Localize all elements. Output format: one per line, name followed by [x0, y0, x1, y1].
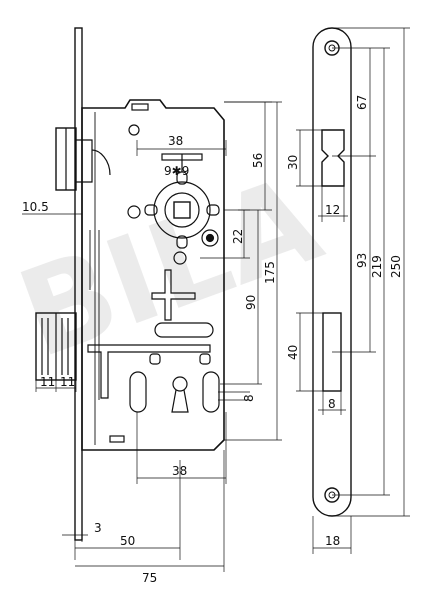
latch-opening	[321, 129, 345, 187]
long-bar	[87, 344, 211, 399]
mount-hole-right-dot	[205, 233, 215, 243]
keyhole-bit	[171, 389, 189, 413]
follower-slot-bottom	[176, 235, 188, 249]
oval-slot	[154, 322, 214, 338]
cylinder-slot-left	[129, 371, 147, 413]
follower-slot-right	[206, 204, 220, 216]
lock-case	[81, 99, 225, 451]
dim-8-mid: 8	[242, 394, 256, 402]
cylinder-slot-right	[202, 371, 220, 413]
dim-3: 3	[94, 521, 102, 535]
top-rivet	[128, 124, 140, 136]
latch-housing	[76, 139, 93, 183]
dim-56: 56	[251, 153, 265, 168]
dim-10-5: 10.5	[22, 200, 49, 214]
mount-hole-left	[127, 205, 141, 219]
bottom-clip	[109, 435, 125, 443]
follower-slot-left	[144, 204, 158, 216]
dim-93: 93	[355, 253, 369, 268]
dim-18: 18	[325, 534, 340, 548]
small-slot-left	[149, 353, 161, 365]
dim-38-bottom: 38	[172, 464, 187, 478]
dim-250: 250	[389, 255, 403, 278]
follower-ring	[164, 192, 200, 228]
mount-hole-bottom	[173, 251, 187, 265]
spindle-square	[173, 201, 191, 219]
front-dimension-lines	[22, 101, 282, 572]
mount-hole-right	[201, 229, 219, 247]
side-dimension-lines	[296, 27, 410, 554]
dim-8-side: 8	[328, 397, 336, 411]
top-clip	[131, 103, 149, 111]
small-slot-right	[199, 353, 211, 365]
follower-outer	[153, 181, 211, 239]
dim-75: 75	[142, 571, 157, 585]
latch-cam	[91, 149, 111, 176]
dim-90: 90	[244, 295, 258, 310]
dim-12: 12	[325, 203, 340, 217]
front-view	[35, 27, 225, 541]
dim-175: 175	[263, 261, 277, 284]
keyhole-round	[172, 376, 188, 392]
dim-38-top: 38	[168, 134, 183, 148]
side-dimension-texts: 67 30 12 93 219 250 40 8 18	[286, 95, 403, 548]
dim-9x9: 9✱9	[164, 164, 189, 178]
dim-30: 30	[286, 155, 300, 170]
dim-219: 219	[370, 255, 384, 278]
front-dimension-texts: 38 9✱9 56 22 90 175 8 38 10.5 11 11 3 50…	[22, 134, 277, 585]
dim-11-a: 11	[40, 375, 55, 389]
dim-50: 50	[120, 534, 135, 548]
dim-11-b: 11	[60, 375, 75, 389]
dim-67: 67	[355, 95, 369, 110]
dim-22: 22	[231, 229, 245, 244]
cross-lever	[151, 269, 196, 321]
dim-40: 40	[286, 345, 300, 360]
